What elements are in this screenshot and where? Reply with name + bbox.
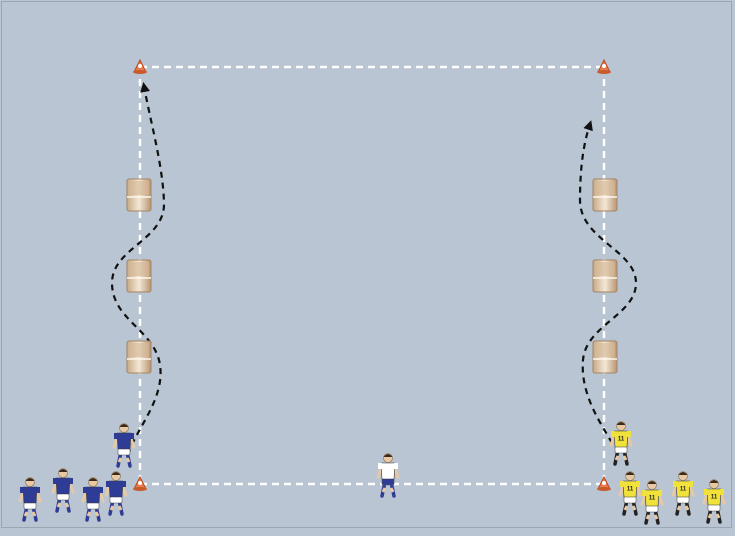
tackle-pad-left-1 [127, 179, 151, 211]
tackle-pad-left-2 [127, 260, 151, 292]
tackle-pad-right-1 [593, 179, 617, 211]
shirt-number: 11 [649, 496, 656, 502]
shirt-number: 11 [680, 487, 687, 493]
tackle-pad-left-3 [127, 341, 151, 373]
shirt-number: 11 [711, 495, 718, 501]
tackle-pad-right-3 [593, 341, 617, 373]
shirt-number: 11 [627, 487, 634, 493]
shirt-number: 11 [618, 437, 625, 443]
tackle-pad-right-2 [593, 260, 617, 292]
